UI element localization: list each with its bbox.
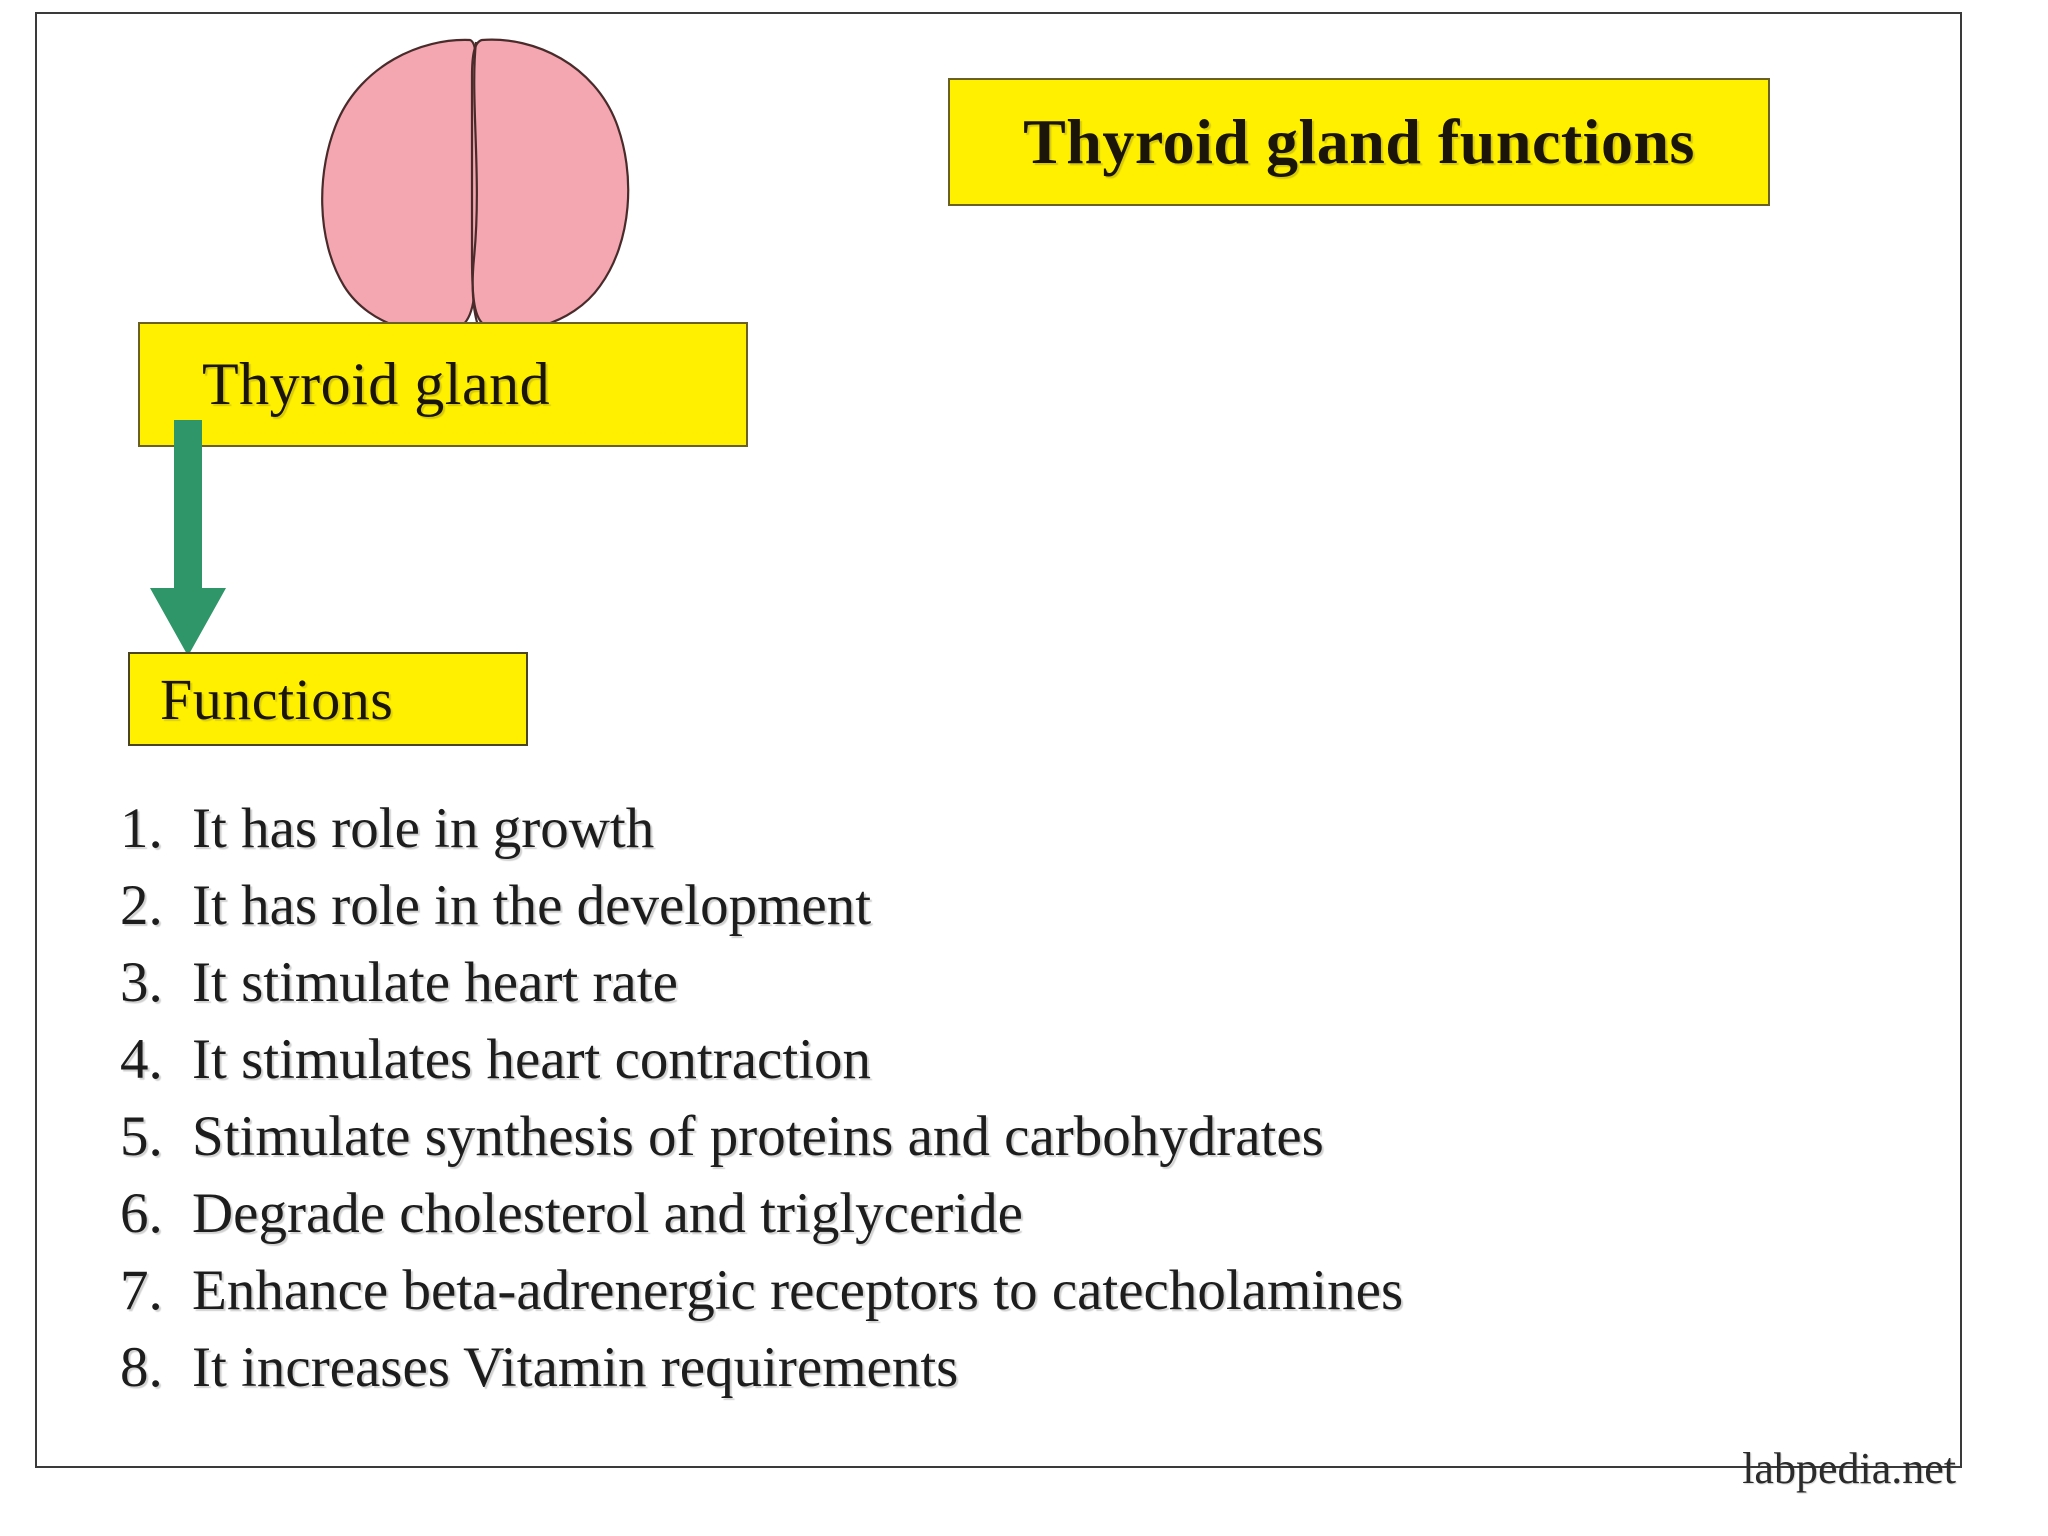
thyroid-isthmus-line <box>471 41 481 331</box>
source-watermark: labpedia.net <box>1742 1444 1956 1493</box>
functions-header-label: Functions <box>160 666 394 732</box>
thyroid-gland-label-box: Thyroid gland <box>138 322 748 447</box>
list-item-text: It has role in the development <box>192 874 872 937</box>
thyroid-gland-label: Thyroid gland <box>202 351 551 417</box>
list-item-number: 3. <box>120 951 163 1014</box>
list-item-number: 5. <box>120 1105 163 1168</box>
list-item-text: Enhance beta-adrenergic receptors to cat… <box>192 1259 1404 1322</box>
list-item-number: 2. <box>120 874 163 937</box>
title-box: Thyroid gland functions <box>948 78 1770 206</box>
thyroid-gland-illustration <box>300 28 640 338</box>
list-item: 5. Stimulate synthesis of proteins and c… <box>120 1098 1920 1175</box>
functions-list: 1. It has role in growth 2. It has role … <box>120 790 1920 1406</box>
list-item: 4. It stimulates heart contraction <box>120 1021 1920 1098</box>
down-arrow-shape <box>150 420 226 656</box>
list-item-number: 4. <box>120 1028 163 1091</box>
functions-header-box: Functions <box>128 652 528 746</box>
list-item-text: It stimulates heart contraction <box>192 1028 872 1091</box>
list-item: 8. It increases Vitamin requirements <box>120 1329 1920 1406</box>
list-item: 1. It has role in growth <box>120 790 1920 867</box>
list-item-number: 8. <box>120 1336 163 1399</box>
down-arrow-icon <box>144 420 234 660</box>
list-item: 6. Degrade cholesterol and triglyceride <box>120 1175 1920 1252</box>
thyroid-right-lobe-shape <box>470 38 630 332</box>
list-item-number: 1. <box>120 797 163 860</box>
list-item: 2. It has role in the development <box>120 867 1920 944</box>
list-item: 7. Enhance beta-adrenergic receptors to … <box>120 1252 1920 1329</box>
list-item-text: It increases Vitamin requirements <box>192 1336 959 1399</box>
list-item: 3. It stimulate heart rate <box>120 944 1920 1021</box>
list-item-number: 6. <box>120 1182 163 1245</box>
list-item-text: Stimulate synthesis of proteins and carb… <box>192 1105 1324 1168</box>
page-title: Thyroid gland functions <box>1023 106 1695 177</box>
thyroid-left-lobe-shape <box>321 38 478 334</box>
list-item-text: Degrade cholesterol and triglyceride <box>192 1182 1023 1245</box>
list-item-text: It has role in growth <box>192 797 655 860</box>
list-item-text: It stimulate heart rate <box>192 951 678 1014</box>
list-item-number: 7. <box>120 1259 163 1322</box>
